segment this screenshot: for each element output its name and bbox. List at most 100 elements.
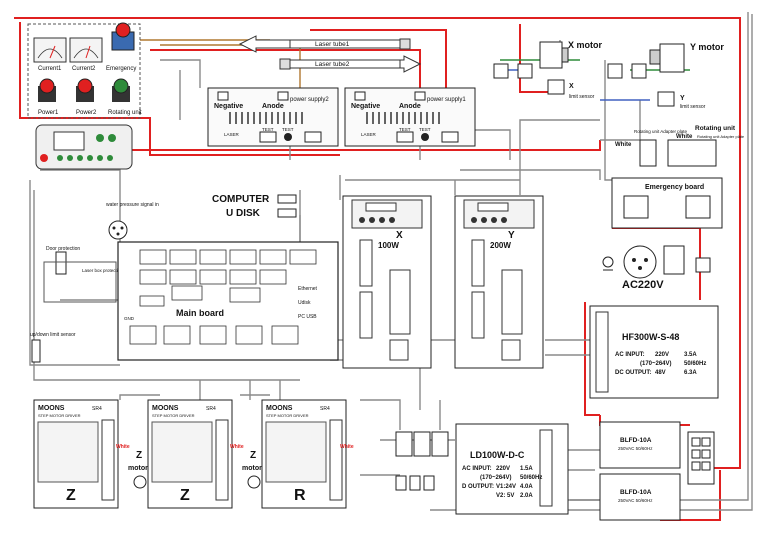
svg-text:PC USB: PC USB — [298, 314, 317, 320]
svg-text:2.0A: 2.0A — [520, 493, 533, 499]
svg-text:(170~264V): (170~264V) — [640, 361, 672, 367]
svg-text:Rotating unit: Rotating unit — [695, 125, 736, 132]
svg-text:4.0A: 4.0A — [520, 484, 533, 490]
svg-text:COMPUTER: COMPUTER — [212, 194, 270, 205]
middle-terminals — [395, 431, 449, 491]
terminal-block — [687, 431, 715, 485]
svg-text:50/60Hz: 50/60Hz — [684, 361, 706, 367]
rotating-unit-button — [112, 78, 130, 102]
svg-text:White: White — [116, 444, 130, 450]
laser-tube2-label: Laser tube2 — [315, 61, 350, 68]
main-board: Main board Ethernet Udisk PC USB GND — [117, 241, 339, 361]
laser-tube1: Laser tube1 — [238, 35, 411, 53]
svg-text:STEP MOTOR DRIVER: STEP MOTOR DRIVER — [152, 413, 195, 418]
svg-text:MOONS: MOONS — [266, 405, 293, 412]
svg-text:V2: 5V: V2: 5V — [496, 493, 514, 499]
svg-text:Y: Y — [680, 95, 685, 102]
svg-text:50/60Hz: 50/60Hz — [520, 475, 542, 481]
svg-text:LASER: LASER — [361, 132, 377, 137]
svg-text:48V: 48V — [655, 370, 666, 376]
z-motor-1: Z motor — [128, 450, 148, 489]
svg-text:HF300W-S-48: HF300W-S-48 — [622, 332, 679, 342]
svg-text:Rotating unit Adapter plate: Rotating unit Adapter plate — [697, 134, 745, 139]
power2-label: Power2 — [76, 110, 97, 116]
svg-text:X motor: X motor — [568, 40, 602, 50]
svg-text:motor: motor — [128, 465, 148, 472]
svg-text:AC INPUT:: AC INPUT: — [462, 466, 492, 472]
svg-text:Y: Y — [508, 230, 515, 241]
svg-text:MOONS: MOONS — [38, 405, 65, 412]
svg-text:Rotating unit Adapter plate: Rotating unit Adapter plate — [634, 129, 688, 134]
laser-tube2: Laser tube2 — [279, 55, 422, 73]
fuse-icon — [663, 245, 685, 275]
ammeter1-icon — [33, 37, 67, 63]
svg-text:220V: 220V — [655, 352, 669, 358]
laser-tube1-label: Laser tube1 — [315, 41, 350, 48]
svg-text:(170~264V): (170~264V) — [480, 475, 512, 481]
svg-text:250VAC 50/60Hz: 250VAC 50/60Hz — [618, 446, 653, 451]
control-panel: Current1 Current2 Emergency Power1 Power… — [27, 22, 142, 170]
filter-2: BLFD-10A 250VAC 50/60Hz — [599, 473, 681, 521]
svg-text:BLFD-10A: BLFD-10A — [620, 437, 652, 444]
svg-text:AC INPUT:: AC INPUT: — [615, 352, 645, 358]
svg-text:TEST: TEST — [419, 127, 431, 132]
controller-keypad — [35, 124, 133, 170]
computer-connector: COMPUTER U DISK — [212, 194, 297, 219]
svg-text:X: X — [396, 230, 403, 241]
svg-text:250VAC 50/60Hz: 250VAC 50/60Hz — [618, 498, 653, 503]
ac-inlet: AC220V — [602, 245, 711, 291]
switch-icon — [695, 257, 711, 273]
svg-text:White: White — [340, 444, 354, 450]
svg-text:Ethernet: Ethernet — [298, 286, 318, 292]
svg-text:Main board: Main board — [176, 308, 224, 318]
svg-text:Z: Z — [66, 487, 76, 504]
svg-text:GND: GND — [124, 316, 135, 321]
svg-text:Emergency board: Emergency board — [645, 184, 704, 191]
svg-text:White: White — [676, 134, 693, 140]
hf300w-psu: HF300W-S-48 AC INPUT: 220V 3.5A (170~264… — [589, 305, 719, 399]
svg-text:SR4: SR4 — [206, 406, 216, 412]
rotating-unit: White Rotating unit Adapter plate Rotati… — [615, 125, 745, 167]
svg-text:3.5A: 3.5A — [684, 352, 697, 358]
svg-text:power supply2: power supply2 — [290, 97, 329, 103]
step-driver-3: MOONS SR4 STEP MOTOR DRIVER R — [261, 399, 347, 509]
servo-x: X 100W — [342, 195, 432, 369]
svg-text:Negative: Negative — [214, 103, 243, 110]
white-labels: White White White — [116, 444, 354, 450]
x-limit-sensor-icon — [547, 79, 565, 95]
meter2-label: Current2 — [72, 66, 96, 72]
svg-text:MOONS: MOONS — [152, 405, 179, 412]
svg-text:200W: 200W — [490, 241, 511, 250]
ac-socket-icon — [623, 245, 657, 279]
svg-text:Anode: Anode — [262, 103, 284, 110]
svg-text:LASER: LASER — [224, 132, 240, 137]
svg-text:U DISK: U DISK — [226, 208, 261, 219]
svg-text:1.5A: 1.5A — [520, 466, 533, 472]
svg-text:BLFD-10A: BLFD-10A — [620, 489, 652, 496]
svg-text:limit sensor: limit sensor — [680, 104, 706, 110]
svg-text:Udisk: Udisk — [298, 300, 311, 306]
updown-limit-sensor: up/down limit sensor — [30, 332, 76, 363]
power-supply2: Negative Anode power supply2 LASER TEST … — [207, 87, 339, 147]
svg-text:TEST: TEST — [282, 127, 294, 132]
top-connectors — [493, 63, 647, 79]
power-supply1: Negative Anode power supply1 LASER TEST … — [344, 87, 476, 147]
svg-text:White: White — [615, 142, 632, 148]
z-motor-2: Z motor — [242, 450, 262, 489]
power1-label: Power1 — [38, 110, 59, 116]
svg-text:up/down limit sensor: up/down limit sensor — [30, 332, 76, 338]
svg-text:SR4: SR4 — [320, 406, 330, 412]
svg-text:220V: 220V — [496, 466, 510, 472]
svg-text:motor: motor — [242, 465, 262, 472]
svg-text:SR4: SR4 — [92, 406, 102, 412]
svg-text:STEP MOTOR DRIVER: STEP MOTOR DRIVER — [38, 413, 81, 418]
rotating-unit-label: Rotating unit — [108, 110, 142, 116]
svg-text:TEST: TEST — [262, 127, 274, 132]
svg-text:Y motor: Y motor — [690, 42, 724, 52]
x-motor: X motor X limit sensor — [539, 40, 602, 100]
ld100w-psu: LD100W-D-C AC INPUT: 220V 1.5A (170~264V… — [455, 423, 569, 515]
svg-text:LD100W-D-C: LD100W-D-C — [470, 450, 525, 460]
svg-text:Z: Z — [136, 450, 142, 461]
